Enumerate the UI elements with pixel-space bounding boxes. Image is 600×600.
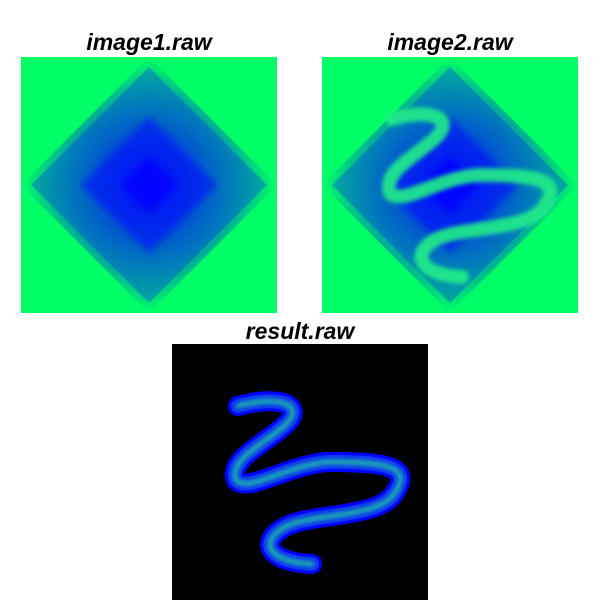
result-picture: [172, 344, 428, 600]
image2-panel: image2.raw: [322, 28, 578, 313]
image1-title: image1.raw: [86, 29, 212, 55]
result-stroke-inner: [232, 398, 403, 567]
image2-picture: [322, 57, 578, 313]
image1-picture: [21, 57, 277, 313]
image2-title: image2.raw: [387, 29, 513, 55]
squiggle-stroke: [381, 107, 558, 284]
image1-panel: image1.raw: [21, 28, 277, 313]
result-title: result.raw: [245, 318, 355, 344]
result-panel: result.raw: [172, 317, 428, 600]
